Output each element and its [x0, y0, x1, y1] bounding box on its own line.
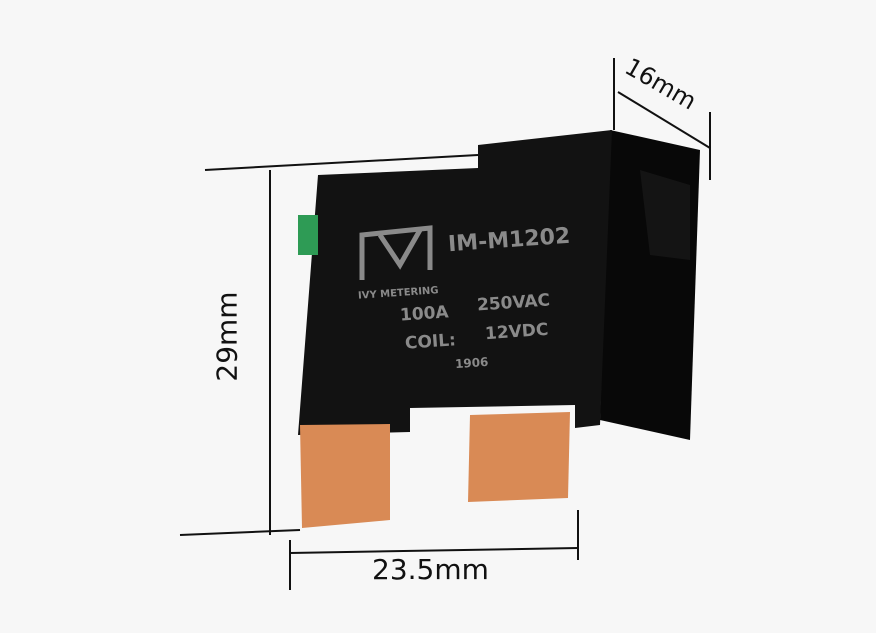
width-dimension: 23.5mm	[372, 553, 489, 586]
relay-front-face	[298, 130, 612, 435]
date-code: 1906	[454, 354, 489, 372]
terminal-left	[300, 424, 390, 528]
dimension-lines	[179, 58, 711, 590]
rating-current: 100A	[399, 302, 450, 326]
terminal-right	[468, 412, 570, 502]
coil-label: COIL:	[404, 330, 457, 354]
height-dimension: 29mm	[210, 291, 244, 382]
brand-logo-icon	[359, 225, 433, 280]
pcb-chip	[298, 215, 318, 255]
